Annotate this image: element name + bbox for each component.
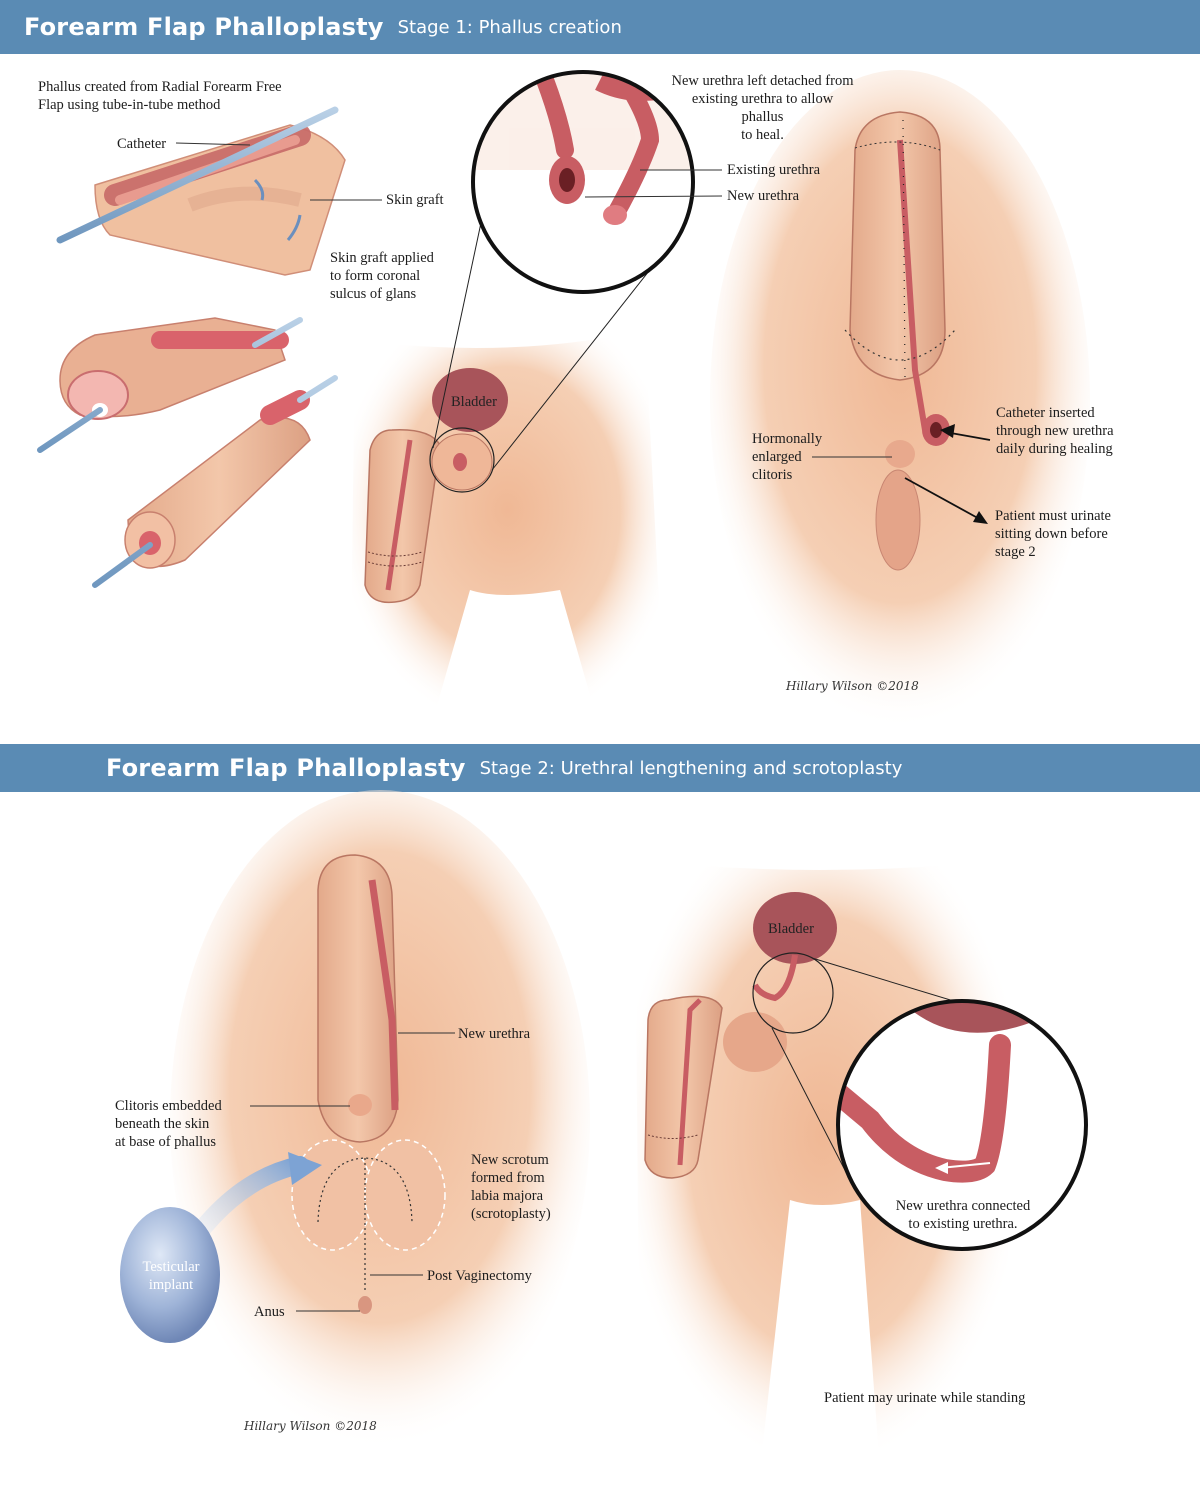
signature-stage1: Hillary Wilson ©2018 [786, 679, 919, 693]
label-bladder-stage1: Bladder [451, 394, 497, 410]
stage1-banner: Forearm Flap Phalloplasty Stage 1: Phall… [0, 0, 1200, 54]
stage1-zoom-circle [471, 70, 695, 294]
tube-final-drawing [92, 375, 338, 588]
label-post-vaginectomy: Post Vaginectomy [427, 1268, 532, 1284]
label-existing-urethra: Existing urethra [727, 162, 821, 178]
label-clitoris-enlarged: Hormonally enlarged clitoris [752, 431, 823, 483]
stage2-zoom-circle [836, 999, 1088, 1251]
stage1-subtitle: Stage 1: Phallus creation [397, 16, 622, 38]
stage2-banner: Forearm Flap Phalloplasty Stage 2: Ureth… [0, 744, 1200, 792]
label-bladder-stage2: Bladder [768, 921, 814, 937]
label-anus: Anus [254, 1304, 285, 1320]
label-skin-graft: Skin graft [386, 192, 444, 208]
tube-middle-drawing [37, 317, 303, 453]
label-new-urethra-detached: New urethra left detached from existing … [671, 73, 854, 143]
stage1-front-drawing [710, 70, 1090, 730]
flap-sheet-drawing [56, 106, 346, 276]
label-skin-graft-applied: Skin graft applied to form coronal sulcu… [330, 250, 434, 302]
label-new-urethra-stage2: New urethra [458, 1026, 531, 1042]
stage1-title: Forearm Flap Phalloplasty [24, 13, 384, 41]
stage2-title: Forearm Flap Phalloplasty [106, 754, 466, 782]
label-testicular-implant: Testicular implant [142, 1259, 200, 1293]
label-new-urethra-stage1: New urethra [727, 188, 800, 204]
stage1-leader-lines [175, 142, 892, 458]
label-flap-method: Phallus created from Radial Forearm Free… [38, 79, 282, 113]
label-catheter: Catheter [117, 136, 167, 152]
stage2-leader-lines [250, 1032, 455, 1312]
label-clitoris-embedded: Clitoris embedded beneath the skin at ba… [115, 1098, 222, 1150]
label-catheter-inserted: Catheter inserted through new urethra da… [996, 405, 1114, 457]
label-new-scrotum: New scrotum formed from labia majora (sc… [471, 1152, 551, 1222]
label-urethra-connected: New urethra connected to existing urethr… [895, 1198, 1031, 1232]
signature-stage2: Hillary Wilson ©2018 [244, 1419, 377, 1433]
label-urinate-standing: Patient may urinate while standing [824, 1390, 1026, 1406]
stage2-subtitle: Stage 2: Urethral lengthening and scroto… [479, 757, 903, 779]
label-urinate-sitting: Patient must urinate sitting down before… [995, 508, 1111, 560]
stage2-front-drawing [120, 790, 590, 1450]
stage1-body-side-drawing [350, 189, 676, 730]
